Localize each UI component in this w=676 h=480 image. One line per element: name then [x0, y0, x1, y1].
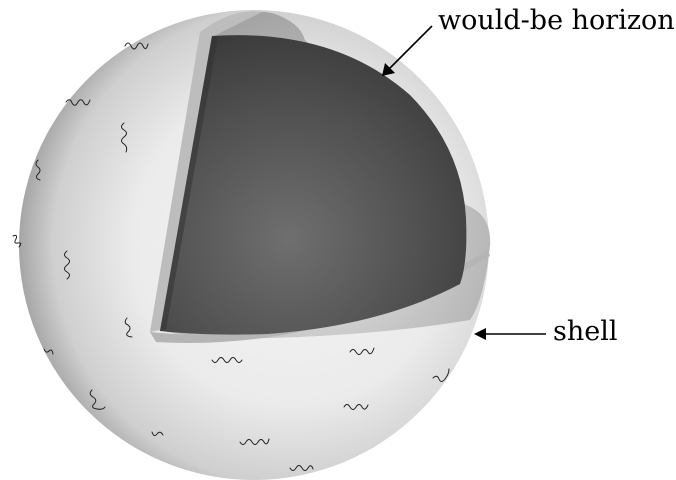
- horizon-label: would-be horizon: [438, 5, 675, 36]
- shell-arrow-head: [474, 328, 486, 340]
- shell-label: shell: [553, 316, 618, 347]
- horizon-arrow-line: [388, 26, 432, 70]
